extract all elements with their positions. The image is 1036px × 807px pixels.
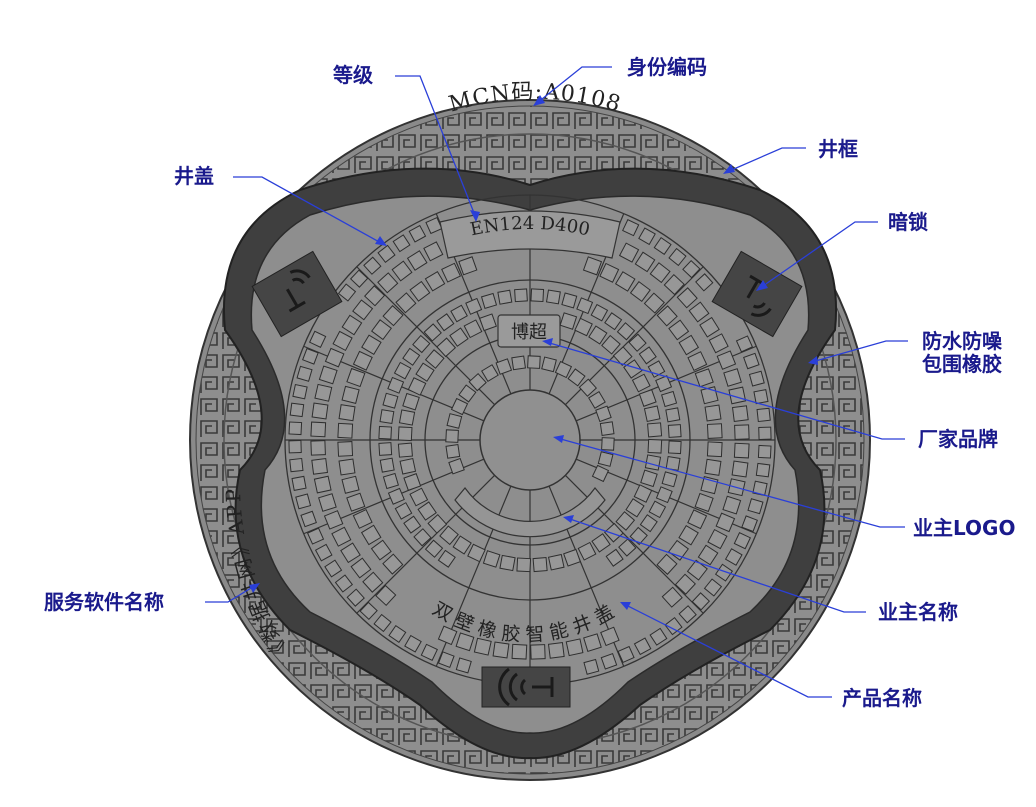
owner-name-plate: [454, 487, 606, 538]
label-cover: 井盖: [174, 164, 214, 188]
label-owner-name: 业主名称: [878, 600, 958, 624]
label-hidden-lock: 暗锁: [888, 210, 928, 234]
label-product-name: 产品名称: [842, 686, 922, 710]
grid-cells: [288, 216, 772, 675]
label-gasket-line2: 包围橡胶: [922, 352, 1002, 376]
label-gasket-line1: 防水防噪: [922, 329, 1003, 353]
label-id-code: 身份编码: [627, 55, 707, 79]
hidden-lock-bottom: [481, 666, 571, 708]
label-service-software: 服务软件名称: [44, 590, 164, 614]
label-frame: 井框: [818, 137, 858, 161]
engraving-brand: 博超: [511, 322, 547, 343]
brand-plate: [497, 314, 561, 348]
leader-lines: [205, 66, 908, 698]
label-grade: 等级: [333, 63, 373, 87]
label-owner-logo: 业主LOGO: [913, 516, 1015, 540]
label-manufacturer-brand: 厂家品牌: [918, 427, 998, 451]
grade-plate: [439, 210, 621, 259]
hidden-lock-left: [251, 250, 343, 338]
